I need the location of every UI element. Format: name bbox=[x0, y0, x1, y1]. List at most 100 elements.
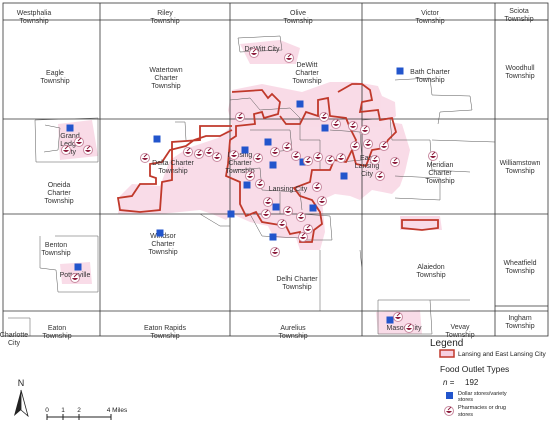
scale-tick-0: 0 bbox=[45, 407, 49, 414]
pharmacy-marker bbox=[229, 150, 239, 160]
dollar-store-marker bbox=[243, 181, 251, 189]
legend-boundary-label: Lansing and East Lansing City bbox=[458, 351, 547, 358]
pharmacy-marker bbox=[270, 147, 280, 157]
scale-tick-2: 2 bbox=[77, 407, 81, 414]
dollar-store-marker bbox=[309, 204, 317, 212]
pharmacy-marker bbox=[312, 182, 322, 192]
legend-boundary-swatch bbox=[439, 349, 455, 358]
pharmacy-marker bbox=[303, 156, 313, 166]
scale-tick-1: 1 bbox=[61, 407, 65, 414]
pharmacy-marker bbox=[83, 145, 93, 155]
dollar-store-marker bbox=[241, 146, 249, 154]
pharmacy-marker bbox=[379, 141, 389, 151]
pharmacy-markers bbox=[61, 48, 438, 333]
legend: Legend Lansing and East Lansing City Foo… bbox=[430, 338, 547, 418]
pharmacy-marker bbox=[336, 153, 346, 163]
pharmacy-marker bbox=[212, 152, 222, 162]
pharmacy-marker bbox=[360, 125, 370, 135]
pharmacy-marker bbox=[270, 247, 280, 257]
dollar-store-marker bbox=[227, 210, 235, 218]
pharmacy-marker bbox=[263, 197, 273, 207]
dollar-store-marker bbox=[269, 233, 277, 241]
pharmacy-marker bbox=[284, 53, 294, 63]
pharmacy-marker bbox=[375, 171, 385, 181]
pharmacy-marker bbox=[183, 147, 193, 157]
pharmacy-marker bbox=[363, 139, 373, 149]
pharmacy-marker bbox=[74, 137, 84, 147]
pharmacy-marker bbox=[235, 112, 245, 122]
legend-pharmacy-swatch bbox=[444, 406, 454, 416]
scale-bar: 0 1 2 4 Miles bbox=[45, 407, 128, 420]
township-boundaries bbox=[2, 2, 549, 337]
dollar-store-marker bbox=[264, 138, 272, 146]
dollar-store-marker bbox=[296, 100, 304, 108]
dollar-store-marker bbox=[74, 263, 82, 271]
pharmacy-marker bbox=[303, 224, 313, 234]
legend-n-label: n = bbox=[443, 378, 455, 387]
pharmacy-marker bbox=[291, 151, 301, 161]
dollar-store-marker bbox=[66, 124, 74, 132]
pharmacy-marker bbox=[253, 153, 263, 163]
legend-pharmacy-line1: Pharmacies or drug bbox=[458, 405, 506, 411]
pharmacy-marker bbox=[70, 273, 80, 283]
pharmacy-marker bbox=[298, 232, 308, 242]
pharmacy-marker bbox=[282, 142, 292, 152]
legend-food-title: Food Outlet Types bbox=[440, 364, 509, 374]
pharmacy-marker bbox=[255, 179, 265, 189]
pharmacy-marker bbox=[61, 145, 71, 155]
legend-dollar-swatch bbox=[446, 392, 453, 399]
pharmacy-marker bbox=[261, 209, 271, 219]
dollar-store-marker bbox=[396, 67, 404, 75]
dollar-store-marker bbox=[299, 158, 307, 166]
pharmacy-marker bbox=[283, 206, 293, 216]
legend-title: Legend bbox=[430, 338, 463, 349]
pharmacy-marker bbox=[331, 119, 341, 129]
pharmacy-marker bbox=[348, 121, 358, 131]
legend-pharmacy-line2: stores bbox=[458, 412, 473, 418]
legend-dollar-line1: Dollar stores/variety bbox=[458, 391, 507, 397]
township-label: Lansing City bbox=[269, 186, 308, 193]
dollar-store-marker bbox=[272, 203, 280, 211]
scale-tick-3: 4 Miles bbox=[107, 407, 128, 414]
pharmacy-marker bbox=[350, 141, 360, 151]
lansing-boundary bbox=[116, 83, 439, 243]
pharmacy-marker bbox=[393, 312, 403, 322]
dollar-store-marker bbox=[156, 229, 164, 237]
dollar-store-marker bbox=[386, 316, 394, 324]
pharmacy-marker bbox=[249, 48, 259, 58]
dollar-store-marker bbox=[153, 135, 161, 143]
pharmacy-marker bbox=[204, 147, 214, 157]
dollar-store-marker bbox=[269, 161, 277, 169]
pharmacy-marker bbox=[313, 152, 323, 162]
pharmacy-marker bbox=[194, 149, 204, 159]
pharmacy-marker bbox=[140, 153, 150, 163]
pharmacy-marker bbox=[317, 196, 327, 206]
dollar-store-marker bbox=[340, 172, 348, 180]
pharmacy-marker bbox=[296, 212, 306, 222]
pharmacy-marker bbox=[325, 155, 335, 165]
pharmacy-marker bbox=[404, 323, 414, 333]
